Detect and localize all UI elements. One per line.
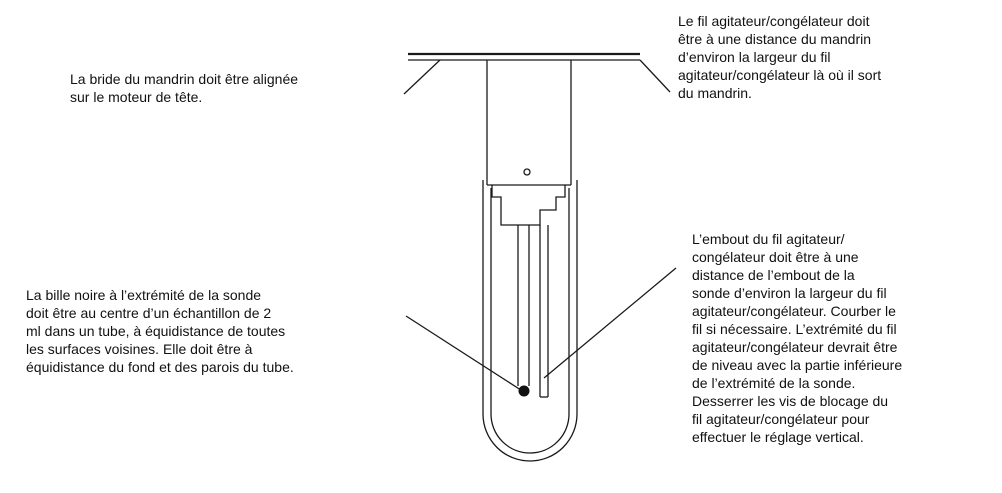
- sample-tube: [482, 180, 578, 462]
- flange-alignment-note: La bride du mandrin doit être alignée su…: [70, 71, 299, 105]
- head-motor-plate: [408, 52, 640, 61]
- probe-ball-note: La bille noire à l’extrémité de la sonde…: [26, 287, 294, 375]
- stirrer-freezer-wire: [539, 225, 549, 398]
- mandrel: [486, 60, 572, 226]
- probe-black-ball: [518, 385, 530, 397]
- probe: [517, 225, 530, 397]
- mandrel-screw-icon: [523, 168, 531, 176]
- wire-distance-note: Le fil agitateur/congélateur doit être à…: [678, 13, 882, 101]
- wire-tip-note: L’embout du fil agitateur/ congélateur d…: [692, 231, 903, 445]
- leader-lines: [403, 59, 677, 393]
